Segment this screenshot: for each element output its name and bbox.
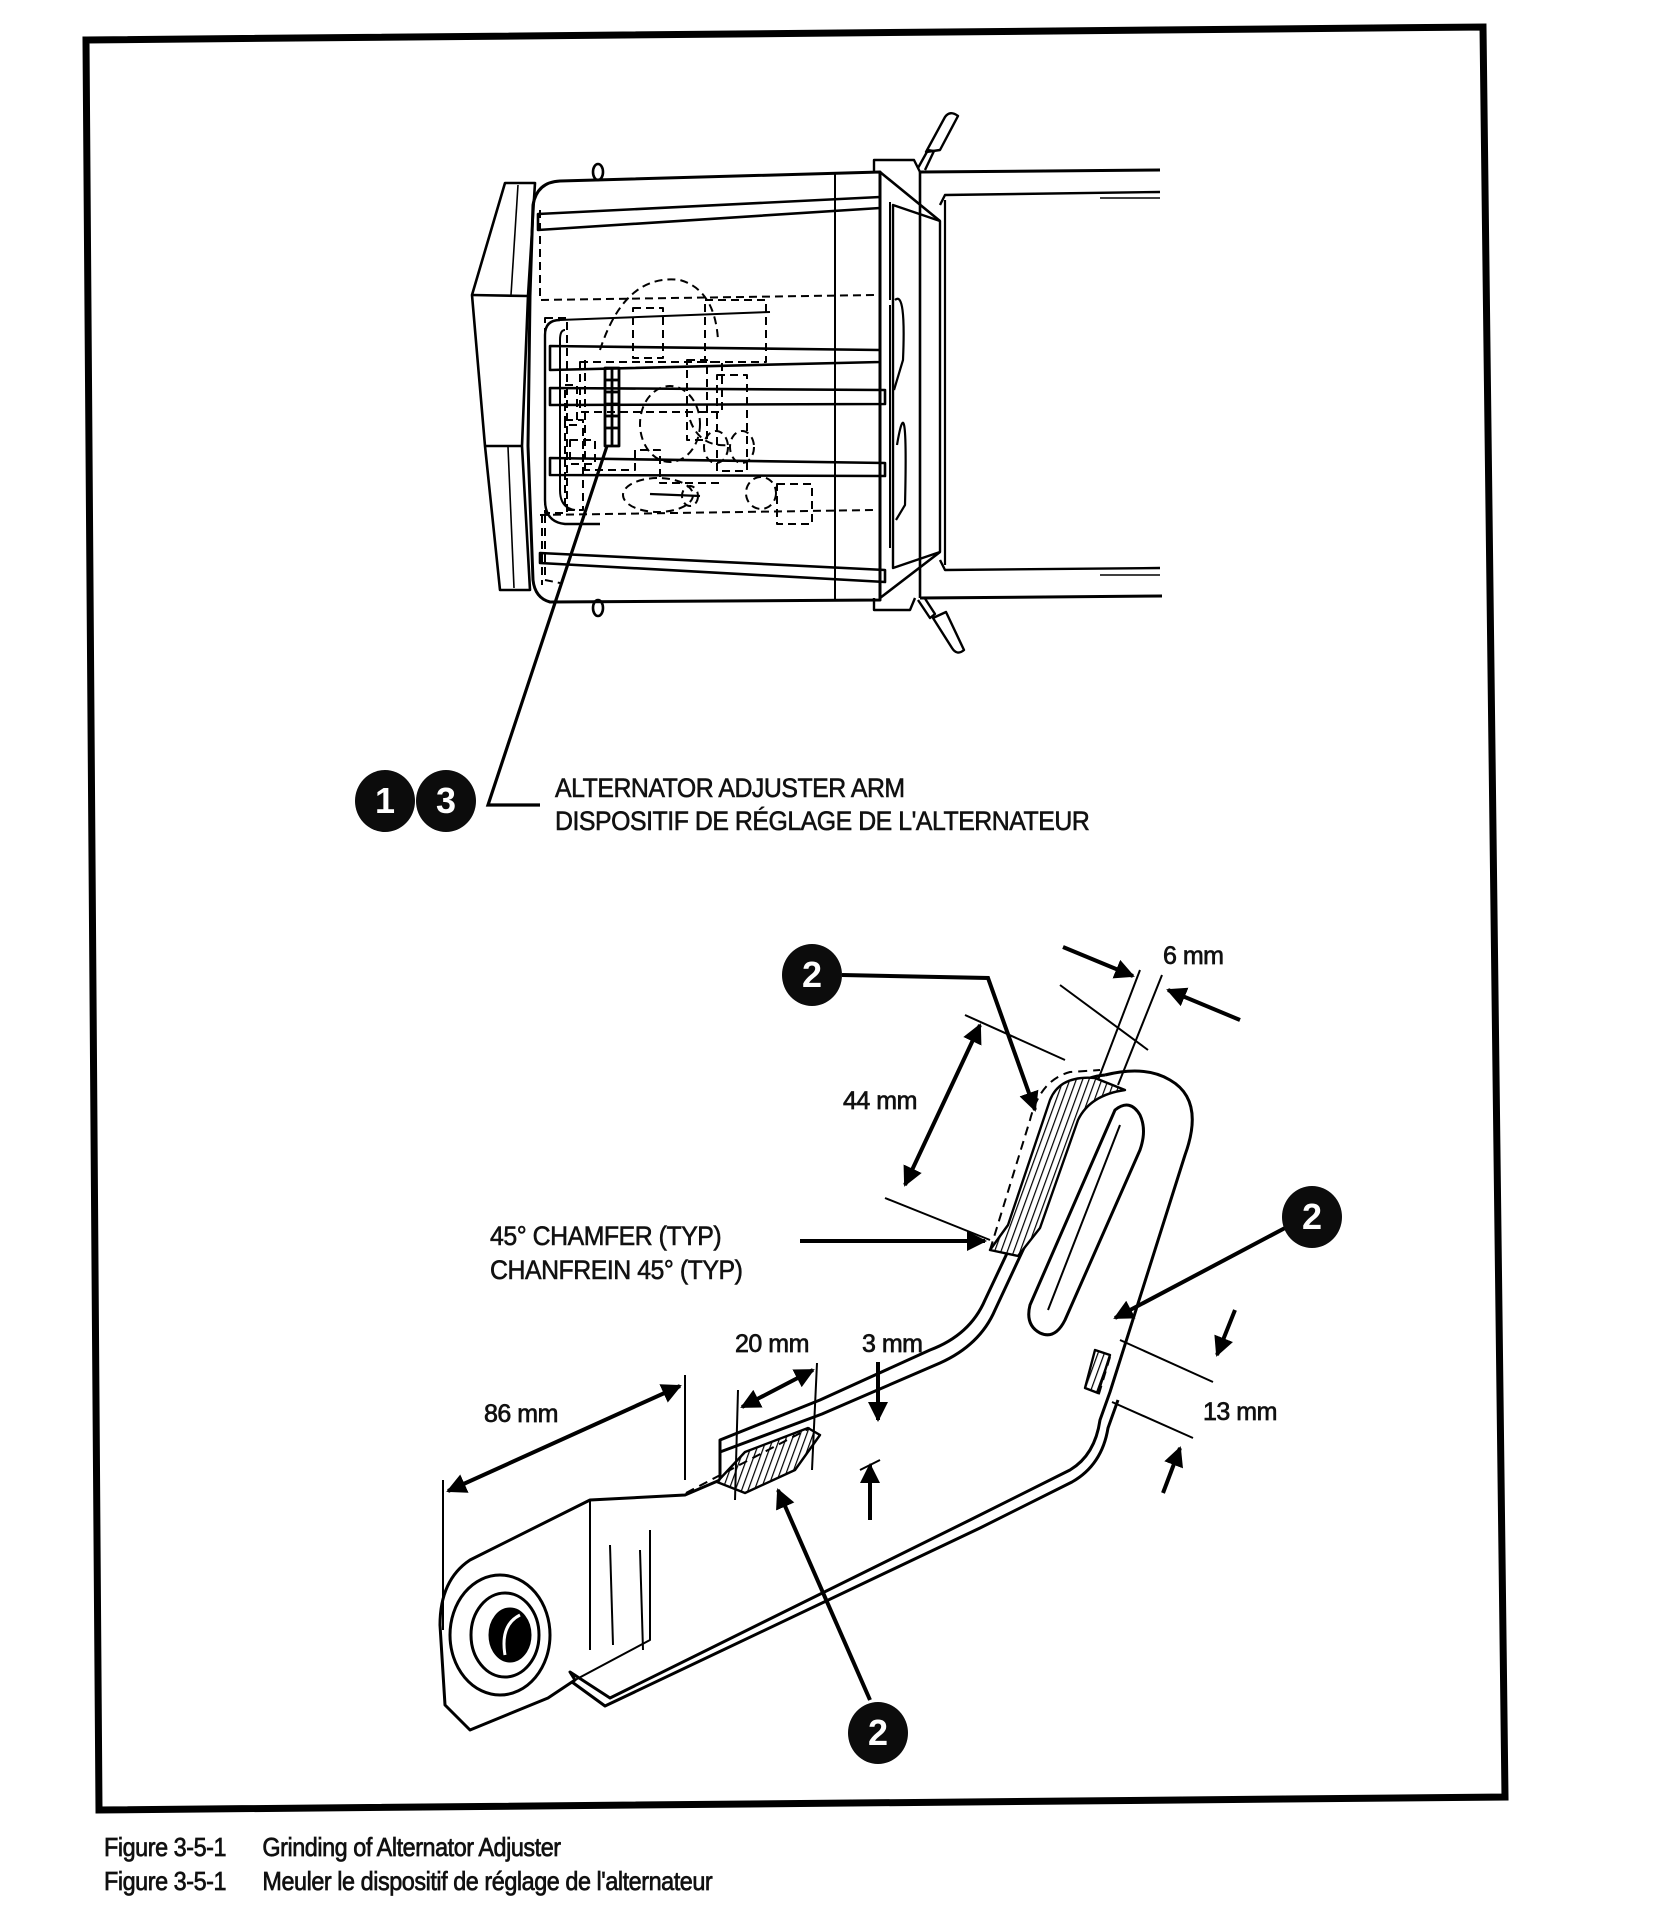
figure-caption-en: Figure 3-5-1 Grinding of Alternator Adjus… xyxy=(104,1830,562,1864)
slot xyxy=(1027,1103,1145,1337)
caption-title-en: Grinding of Alternator Adjuster xyxy=(262,1832,561,1863)
dim-6mm-ext-a xyxy=(1059,984,1149,1051)
callout-bubble-2-top: 2 xyxy=(782,944,842,1006)
tow-loop-top xyxy=(591,162,605,182)
grind-area-upper xyxy=(988,1076,1127,1258)
dim-44mm-arrow xyxy=(903,1023,982,1187)
callout-bubble-2-right: 2 xyxy=(1282,1186,1342,1248)
alternator-marker xyxy=(603,366,621,448)
bushing-bore xyxy=(488,1607,532,1663)
leader-callout-top xyxy=(841,973,1039,1112)
leader-callout-bottom xyxy=(776,1488,872,1701)
dim-20mm-arrow xyxy=(740,1368,815,1409)
grind-area-right xyxy=(1083,1348,1112,1395)
bushing-mid xyxy=(469,1591,541,1679)
figure-frame xyxy=(82,23,1509,1814)
tow-loop-bottom xyxy=(591,598,605,618)
label-alternator-adjuster-arm: ALTERNATOR ADJUSTER ARM xyxy=(555,773,906,804)
caption-number-fr: Figure 3-5-1 xyxy=(104,1866,227,1897)
callout-bubble-1: 1 xyxy=(355,770,415,832)
caption-title-fr: Meuler le dispositif de réglage de l'alt… xyxy=(262,1866,713,1897)
vehicle-top-view xyxy=(470,112,1163,654)
cab-section xyxy=(878,172,922,598)
leader-callout-right xyxy=(1113,1226,1286,1320)
dim-label-3mm: 3 mm xyxy=(862,1330,924,1359)
dim-label-6mm: 6 mm xyxy=(1163,942,1225,971)
dim-13mm-arrow-bottom xyxy=(1161,1446,1183,1494)
leader-line-alternator xyxy=(485,445,609,807)
dimension-lines xyxy=(442,945,1286,1701)
label-chamfer-en: 45° CHAMFER (TYP) xyxy=(490,1221,722,1252)
mirror-top xyxy=(916,112,960,171)
label-dispositif-reglage: DISPOSITIF DE RÉGLAGE DE L'ALTERNATEUR xyxy=(555,806,1090,837)
dim-label-20mm: 20 mm xyxy=(735,1330,810,1359)
callout-bubble-3: 3 xyxy=(416,770,476,832)
dim-label-44mm: 44 mm xyxy=(843,1087,918,1116)
dim-6mm-arrow-left xyxy=(1062,945,1135,979)
cab-body xyxy=(919,168,1163,600)
dim-86mm-arrow xyxy=(446,1384,682,1493)
adjuster-arm-detail xyxy=(438,1069,1194,1732)
mirror-bottom xyxy=(917,596,966,654)
bushing-outer xyxy=(448,1573,552,1697)
dim-13mm-arrow-top xyxy=(1214,1309,1237,1357)
arm-outline xyxy=(438,1069,1194,1732)
grind-area-lower xyxy=(715,1426,822,1495)
hood-outline xyxy=(526,170,882,604)
callout-bubble-2-bottom: 2 xyxy=(848,1702,908,1764)
front-bumper xyxy=(470,181,537,592)
dim-label-13mm: 13 mm xyxy=(1203,1398,1278,1427)
dim-6mm-arrow-right xyxy=(1166,987,1241,1022)
figure-caption-fr: Figure 3-5-1 Meuler le dispositif de régl… xyxy=(104,1864,713,1898)
caption-number-en: Figure 3-5-1 xyxy=(104,1832,227,1863)
dim-label-86mm: 86 mm xyxy=(484,1400,559,1429)
label-chamfer-fr: CHANFREIN 45° (TYP) xyxy=(490,1255,743,1286)
